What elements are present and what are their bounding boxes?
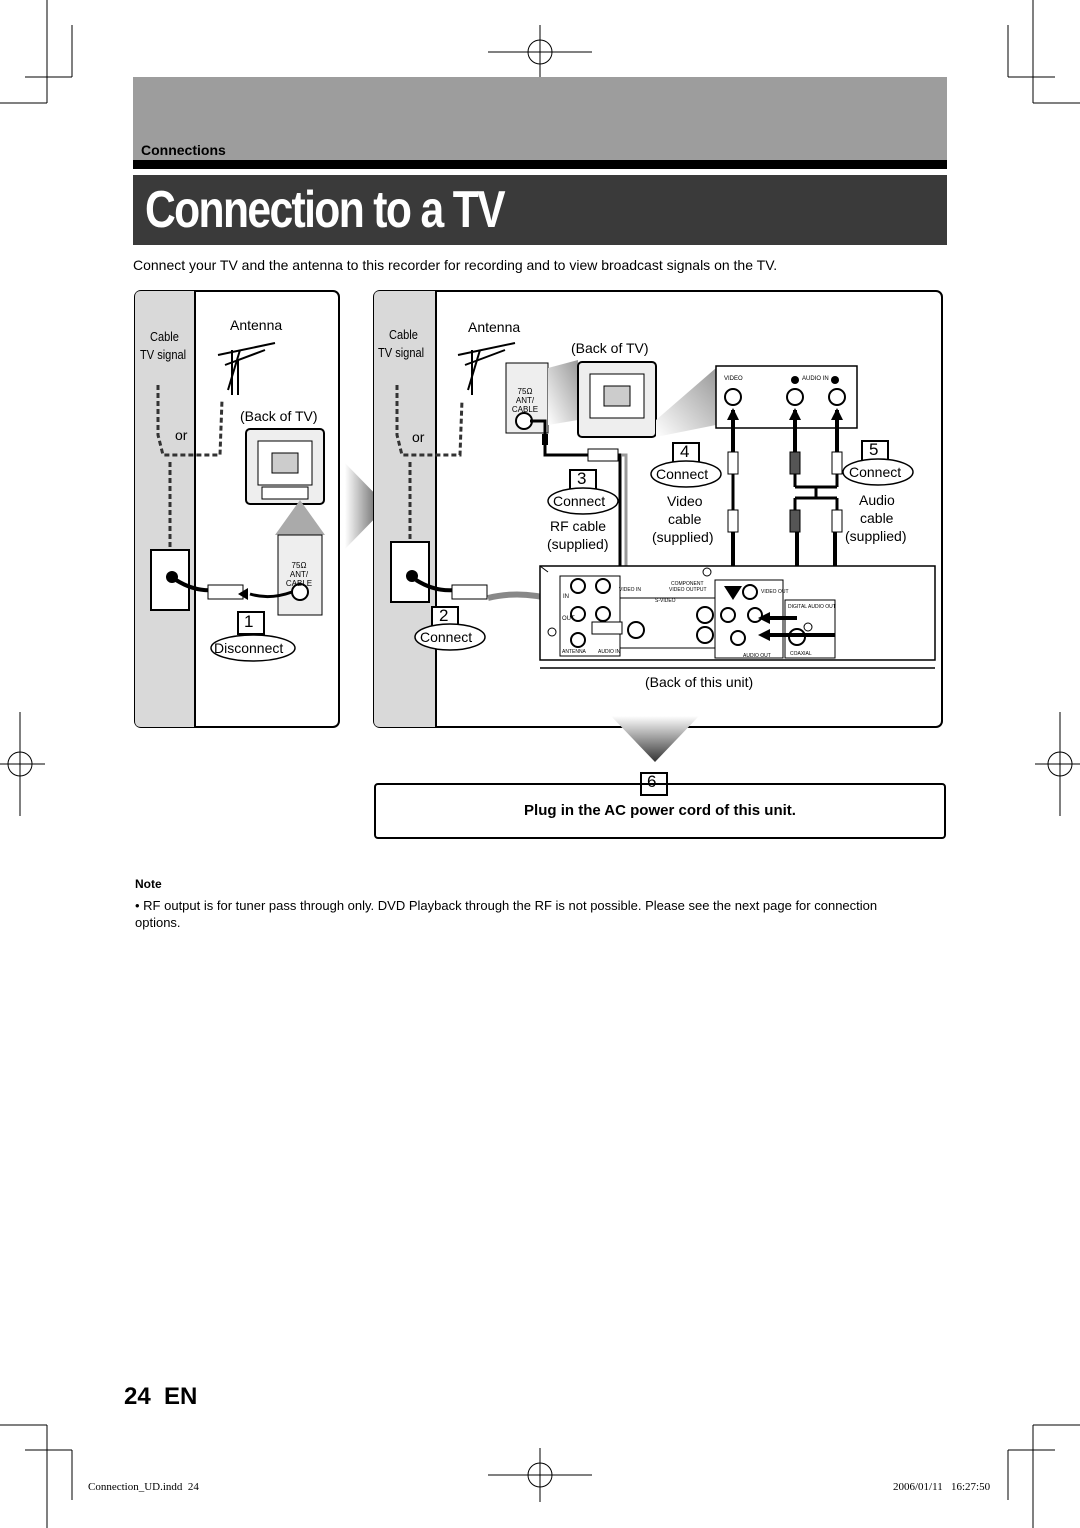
- footer-file: Connection_UD.indd 24: [88, 1481, 199, 1493]
- tv-audio-in-label: AUDIO IN: [802, 376, 829, 382]
- unit-video-output-label: VIDEO OUTPUT: [669, 587, 707, 593]
- tv-video-jack-label: VIDEO: [724, 376, 743, 382]
- header-rule: [133, 160, 947, 169]
- step-1-label: Disconnect: [214, 640, 284, 656]
- audio-cable-label-2: cable: [860, 510, 894, 526]
- step-2-number: 2: [439, 606, 449, 625]
- intro-text: Connect your TV and the antenna to this …: [133, 257, 778, 273]
- left-or-label: or: [175, 427, 188, 443]
- left-panel: [134, 290, 340, 728]
- step-1-number: 1: [244, 612, 254, 631]
- step-6-text: Plug in the AC power cord of this unit.: [524, 802, 796, 819]
- left-antenna-label: Antenna: [230, 317, 283, 333]
- page-title: Connection to a TV: [145, 181, 506, 239]
- unit-s-video-label: S-VIDEO: [655, 598, 676, 604]
- video-cable-label-3: (supplied): [652, 529, 714, 545]
- step-4-number: 4: [680, 442, 690, 461]
- unit-in-label: IN: [563, 594, 569, 600]
- audio-cable-label-3: (supplied): [845, 528, 907, 544]
- page-number: 24 EN: [124, 1383, 198, 1410]
- unit-video-out-label: VIDEO OUT: [761, 589, 789, 595]
- unit-audio-out-label: AUDIO OUT: [743, 653, 771, 659]
- step-5-number: 5: [869, 440, 879, 459]
- right-antenna-label: Antenna: [468, 319, 521, 335]
- step-2-label: Connect: [420, 629, 473, 645]
- connection-diagram: [134, 290, 943, 796]
- step-3-label: Connect: [553, 493, 606, 509]
- left-back-of-tv-label: (Back of TV): [240, 408, 318, 424]
- video-cable-label-2: cable: [668, 511, 702, 527]
- header-band: [133, 77, 947, 160]
- rf-cable-supplied-label: (supplied): [547, 536, 609, 552]
- unit-antenna-label: ANTENNA: [562, 649, 586, 655]
- unit-back-panel: [539, 565, 936, 669]
- unit-digital-audio-out-label: DIGITAL AUDIO OUT: [788, 604, 836, 610]
- section-label: Connections: [141, 142, 226, 158]
- right-or-label: or: [412, 429, 425, 445]
- right-back-of-tv-label: (Back of TV): [571, 340, 649, 356]
- tv-back-icon: [245, 428, 325, 505]
- step-6-number: 6: [647, 772, 657, 791]
- step-6-box: Plug in the AC power cord of this unit.: [374, 783, 946, 839]
- rf-cable-label: RF cable: [550, 518, 607, 534]
- step-5-label: Connect: [849, 464, 902, 480]
- step-3-number: 3: [577, 469, 587, 488]
- back-of-unit-label: (Back of this unit): [645, 674, 754, 690]
- unit-coaxial-label: COAXIAL: [790, 651, 812, 657]
- video-cable-label-1: Video: [667, 493, 703, 509]
- title-bar: [133, 175, 947, 245]
- left-tv-signal-label: TV signal: [140, 347, 187, 362]
- step-4-label: Connect: [656, 466, 709, 482]
- unit-out-label: OUT: [562, 616, 575, 622]
- right-panel: [373, 290, 943, 728]
- note-heading: Note: [135, 877, 162, 891]
- left-cable-label: Cable: [150, 329, 179, 344]
- right-cable-label: Cable: [389, 327, 418, 342]
- footer-timestamp: 2006/01/11 16:27:50: [893, 1481, 991, 1493]
- note-text: • RF output is for tuner pass through on…: [135, 898, 878, 930]
- unit-video-in-label: VIDEO IN: [619, 587, 641, 593]
- unit-component-label: COMPONENT: [671, 581, 704, 587]
- right-tv-signal-label: TV signal: [378, 345, 425, 360]
- audio-cable-label-1: Audio: [859, 492, 895, 508]
- unit-audio-in-label: AUDIO IN: [598, 649, 621, 655]
